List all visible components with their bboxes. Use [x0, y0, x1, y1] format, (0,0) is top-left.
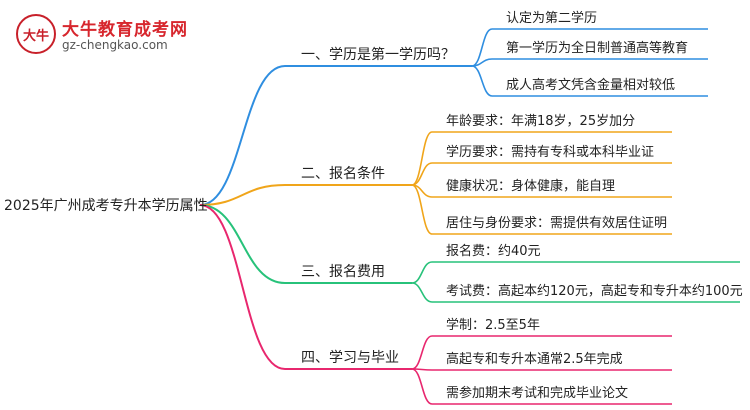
- leaf-label-2-4: 居住与身份要求：需提供有效居住证明: [446, 215, 667, 231]
- leaf-label-1-1: 认定为第二学历: [506, 10, 597, 26]
- logo-site-name: 大牛教育成考网: [62, 20, 188, 40]
- root-node-label: 2025年广州成考专升本学历属性: [4, 198, 208, 214]
- leaf-label-1-3: 成人高考文凭含金量相对较低: [506, 77, 675, 93]
- leaf-label-4-3: 需参加期末考试和完成毕业论文: [446, 385, 628, 401]
- leaf-connector-4-3: [411, 368, 433, 405]
- branch-label-4: 四、学习与毕业: [301, 350, 399, 366]
- leaf-label-4-2: 高起专和专升本通常2.5年完成: [446, 351, 623, 367]
- leaf-connector-2-2: [411, 162, 433, 186]
- branch-label-2: 二、报名条件: [301, 165, 385, 182]
- leaf-connector-3-2: [411, 282, 433, 303]
- leaf-connector-4-1: [411, 335, 433, 370]
- branch-label-1: 一、学历是第一学历吗？: [301, 46, 455, 63]
- branch-label-3: 三、报名费用: [301, 264, 385, 280]
- leaf-label-4-1: 学制：2.5至5年: [446, 317, 540, 333]
- logo-mark-icon: 大牛: [16, 14, 56, 54]
- mind-map-underlines: [285, 28, 740, 405]
- leaf-label-3-2: 考试费：高起本约120元，高起专和专升本约100元: [446, 283, 743, 299]
- leaf-connector-2-4: [411, 184, 433, 235]
- leaf-connector-2-1: [411, 131, 433, 186]
- logo-domain: gz-chengkao.com: [62, 38, 168, 52]
- leaf-label-3-1: 报名费：约40元: [446, 243, 541, 259]
- leaf-label-1-2: 第一学历为全日制普通高等教育: [506, 40, 688, 56]
- leaf-label-2-1: 年龄要求：年满18岁，25岁加分: [446, 114, 635, 129]
- leaf-connector-1-3: [471, 65, 493, 97]
- branch-connector-2: [199, 184, 286, 206]
- leaf-label-2-3: 健康状况：身体健康，能自理: [446, 178, 615, 194]
- leaf-connector-1-2: [471, 58, 493, 67]
- leaf-label-2-2: 学历要求：需持有专科或本科毕业证: [446, 144, 654, 160]
- site-logo: 大牛 大牛教育成考网 gz-chengkao.com: [16, 14, 226, 58]
- branch-connector-4: [199, 204, 286, 370]
- branch-connector-3: [199, 204, 286, 284]
- leaf-connector-3-1: [411, 261, 433, 284]
- leaf-connector-1-1: [471, 28, 493, 67]
- mind-map-labels: 2025年广州成考专升本学历属性 一、学历是第一学历吗？ 认定为第二学历第一学历为全…: [4, 10, 743, 401]
- branch-connector-1: [199, 65, 286, 206]
- mind-map-edges: [199, 28, 493, 405]
